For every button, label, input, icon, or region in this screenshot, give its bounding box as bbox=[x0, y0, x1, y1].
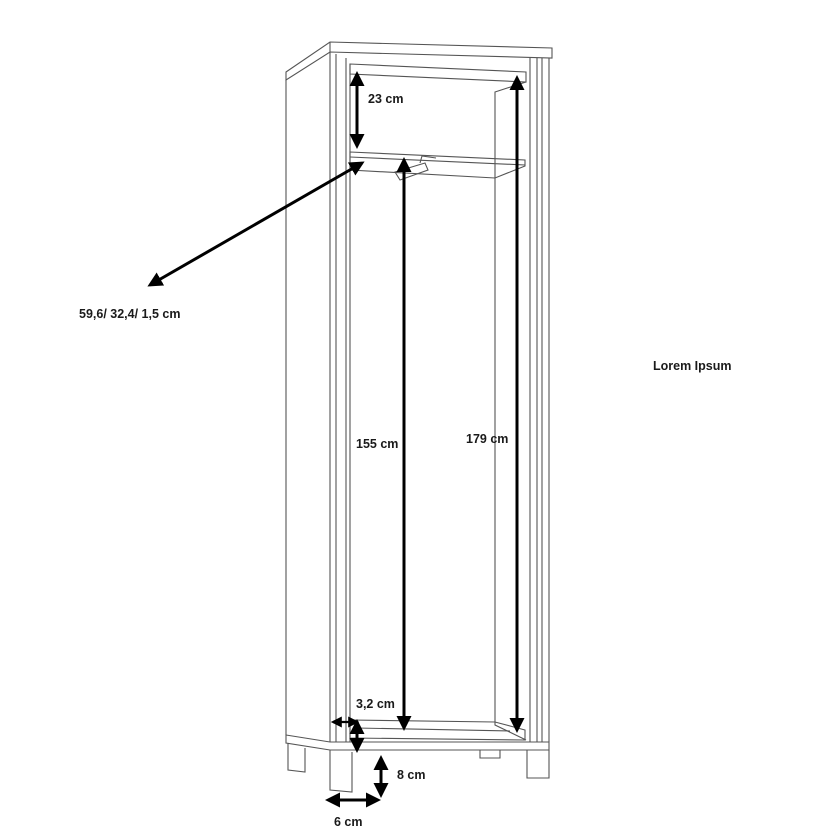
label-shelf-gap: 23 cm bbox=[368, 92, 404, 106]
label-rail-height: 155 cm bbox=[356, 437, 399, 451]
label-product-name: Lorem Ipsum bbox=[653, 359, 732, 373]
label-leg-width: 6 cm bbox=[334, 815, 363, 829]
cabinet-outline bbox=[285, 41, 553, 793]
label-interior-height: 179 cm bbox=[466, 432, 509, 446]
arrow-shelf-dims bbox=[147, 161, 365, 287]
label-shelf-dims: 59,6/ 32,4/ 1,5 cm bbox=[79, 307, 181, 321]
label-bottom-plinth: 3,2 cm bbox=[356, 697, 395, 711]
label-leg-height: 8 cm bbox=[397, 768, 426, 782]
dimension-arrows bbox=[147, 71, 525, 808]
